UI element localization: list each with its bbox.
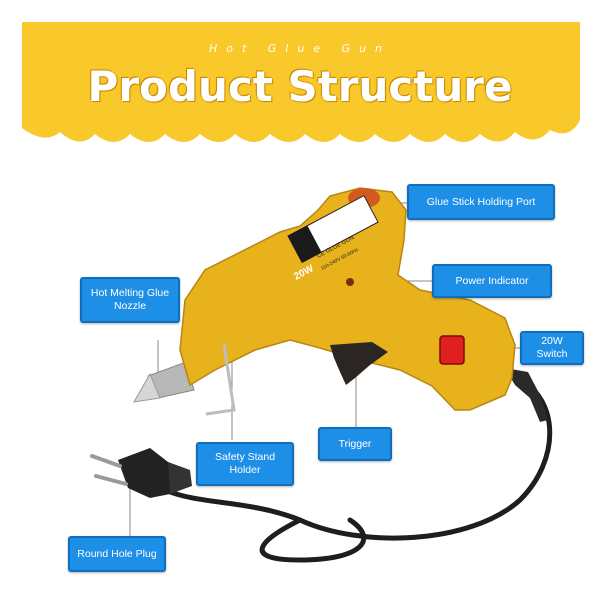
cord-strain-relief bbox=[505, 368, 548, 422]
callout-power-indicator: Power Indicator bbox=[432, 264, 552, 298]
page-title: Product Structure bbox=[87, 62, 513, 111]
callout-glue-stick-port: Glue Stick Holding Port bbox=[407, 184, 555, 220]
power-indicator-light bbox=[346, 278, 354, 286]
power-switch bbox=[439, 335, 465, 365]
nozzle bbox=[133, 361, 195, 403]
gun-body bbox=[179, 187, 516, 411]
callout-trigger: Trigger bbox=[318, 427, 392, 461]
callout-switch: 20W Switch bbox=[520, 331, 584, 365]
trigger bbox=[330, 342, 388, 385]
plug bbox=[90, 448, 192, 498]
header-banner bbox=[22, 22, 580, 142]
callout-plug: Round Hole Plug bbox=[68, 536, 166, 572]
callout-safety-stand: Safety Stand Holder bbox=[196, 442, 294, 486]
callout-nozzle: Hot Melting Glue Nozzle bbox=[80, 277, 180, 323]
banner-subtitle: Hot Glue Gun bbox=[208, 42, 392, 55]
safety-stand bbox=[205, 343, 236, 416]
power-cord bbox=[162, 375, 553, 563]
product-label bbox=[287, 194, 379, 264]
